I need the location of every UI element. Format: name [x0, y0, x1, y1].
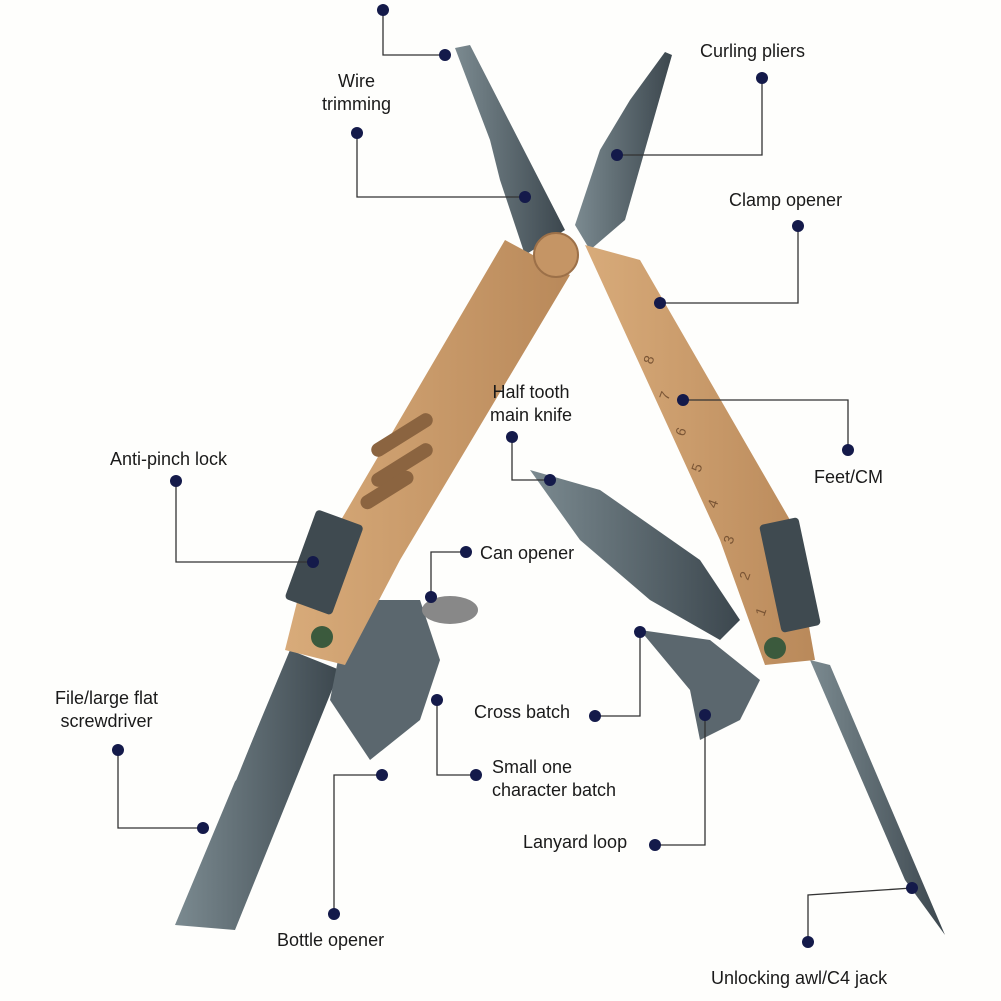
leader-line	[511, 437, 550, 481]
leader-line	[117, 750, 203, 829]
callout-dot	[634, 626, 646, 638]
label-small-one-character-batch: Small one character batch	[492, 756, 616, 802]
leader-line	[175, 481, 313, 563]
callout-dot	[654, 297, 666, 309]
callout-dot	[506, 431, 518, 443]
callout-dot	[307, 556, 319, 568]
callout-dot	[328, 908, 340, 920]
callout-dot	[519, 191, 531, 203]
file-blade	[175, 650, 340, 930]
callout-dot	[699, 709, 711, 721]
leader-line	[430, 551, 466, 597]
label-line: main knife	[490, 405, 573, 425]
callout-dot	[842, 444, 854, 456]
callout-dot	[589, 710, 601, 722]
pivot	[533, 232, 579, 278]
callout-dot	[756, 72, 768, 84]
leader-line	[382, 10, 445, 56]
main-knife	[530, 470, 740, 640]
callout-dot	[677, 394, 689, 406]
callout-dot	[906, 882, 918, 894]
label-can-opener: Can opener	[480, 543, 575, 563]
label-clamp-opener: Clamp opener	[729, 190, 843, 210]
label-cross-batch: Cross batch	[474, 702, 571, 722]
leader-line	[617, 78, 763, 156]
label-line: Small one	[492, 757, 573, 777]
leader-line	[655, 715, 706, 846]
label-unlocking-awl: Unlocking awl/C4 jack	[711, 968, 888, 988]
awl-blade	[810, 660, 945, 935]
callout-dot	[377, 4, 389, 16]
leader-line	[356, 133, 525, 198]
callout-dot	[611, 149, 623, 161]
leader-line	[660, 226, 799, 304]
label-feet-cm: Feet/CM	[814, 467, 884, 487]
label-lanyard-loop: Lanyard loop	[523, 832, 628, 852]
leader-line	[595, 632, 641, 717]
label-line: character batch	[492, 780, 617, 800]
leader-line	[807, 887, 913, 942]
callout-dot	[460, 546, 472, 558]
callout-dot	[439, 49, 451, 61]
left-handle	[285, 240, 570, 665]
label-line: Wire	[338, 71, 375, 91]
callout-dot	[425, 591, 437, 603]
label-line: screwdriver	[60, 711, 153, 731]
callout-dot	[351, 127, 363, 139]
callout-dot	[544, 474, 556, 486]
callout-dot	[470, 769, 482, 781]
callout-dot	[792, 220, 804, 232]
callout-dot	[802, 936, 814, 948]
leader-line	[683, 399, 849, 450]
right-handle	[585, 245, 821, 665]
label-anti-pinch-lock: Anti-pinch lock	[110, 449, 228, 469]
label-curling-pliers: Curling pliers	[700, 41, 806, 61]
callout-dot	[170, 475, 182, 487]
right-jaw	[575, 52, 672, 250]
callout-dot	[197, 822, 209, 834]
label-wire-trimming: Wire trimming	[322, 70, 391, 116]
label-line: Half tooth	[492, 382, 570, 402]
callout-dot	[431, 694, 443, 706]
callout-dot	[649, 839, 661, 851]
label-line: File/large flat	[55, 688, 159, 708]
callout-dot	[376, 769, 388, 781]
leader-line	[436, 700, 476, 776]
leader-line	[333, 774, 382, 914]
callout-dot	[112, 744, 124, 756]
label-half-tooth-main-knife: Half tooth main knife	[490, 381, 572, 427]
label-file-screwdriver: File/large flat screwdriver	[55, 687, 158, 733]
left-jaw	[455, 45, 565, 255]
callout-lines	[112, 4, 918, 948]
label-bottle-opener: Bottle opener	[277, 930, 385, 950]
label-line: trimming	[322, 94, 392, 114]
